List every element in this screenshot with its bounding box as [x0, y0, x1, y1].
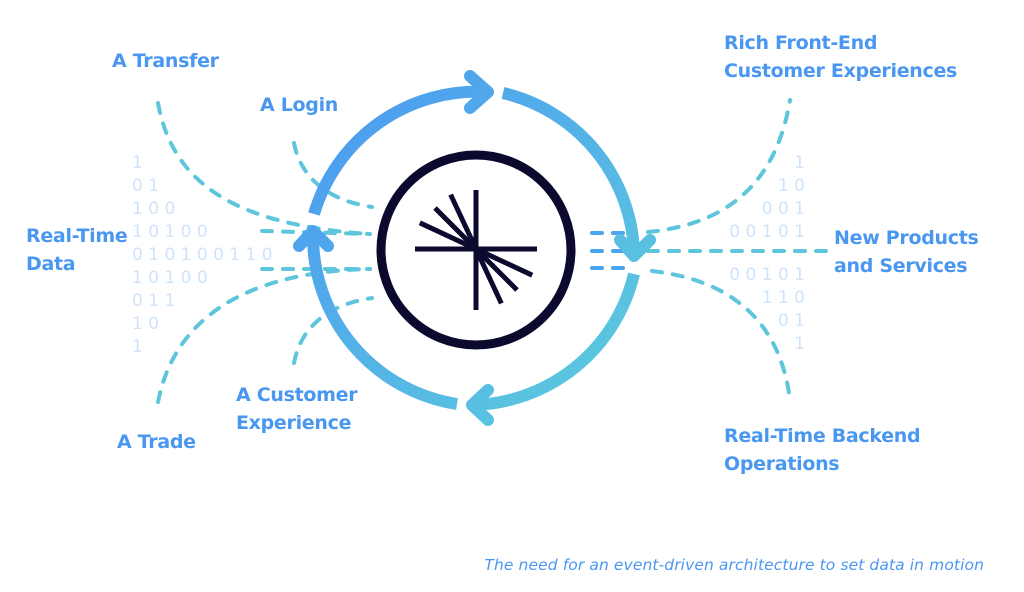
- output-label-realtime-backend: Real-Time Backend Operations: [724, 425, 921, 475]
- output-label-new-products: New Products and Services: [834, 227, 979, 277]
- input-label-transfer: A Transfer: [112, 50, 219, 72]
- binary-left-row: 1: [132, 153, 143, 173]
- binary-left-row: 0 1: [132, 176, 159, 196]
- binary-left-row: 0 1 1: [132, 291, 175, 311]
- flow-line-realtime-data-top: [260, 229, 372, 236]
- binary-left-row: 1 0 1 0 0: [132, 268, 208, 288]
- starburst-ray: [433, 206, 478, 251]
- cycle-arc-top-right: [501, 87, 640, 253]
- cycle-arrow-right: [614, 234, 656, 262]
- starburst-ray: [474, 247, 519, 292]
- binary-left-row: 1 0 0: [132, 199, 175, 219]
- cycle-arrow-top: [464, 70, 494, 114]
- cycle-arc-bottom-right: [471, 272, 640, 411]
- flow-line-trade: [156, 267, 372, 404]
- starburst-ray: [418, 220, 478, 252]
- binary-right-top-row: 0 0 1 0 1: [729, 222, 805, 242]
- output-label-rich-frontend: Rich Front-End Customer Experiences: [724, 32, 958, 82]
- binary-stream-right-top: 1 1 0 0 0 1 0 0 1 0 1: [729, 153, 805, 242]
- binary-right-top-row: 1: [794, 153, 805, 173]
- binary-right-top-row: 0 0 1: [762, 199, 805, 219]
- binary-right-top-row: 1 0: [778, 176, 805, 196]
- binary-left-row: 1 0: [132, 314, 159, 334]
- diagram-caption: The need for an event-driven architectur…: [484, 556, 984, 574]
- binary-right-bottom-row: 1: [794, 334, 805, 354]
- starburst-ray: [473, 247, 504, 305]
- starburst-icon: [415, 190, 537, 310]
- binary-left-row: 0 1 0 1 0 0 1 1 0: [132, 245, 273, 265]
- binary-left-row: 1: [132, 337, 143, 357]
- binary-right-bottom-row: 0 1: [778, 311, 805, 331]
- center-logo-icon: [376, 150, 576, 350]
- cycle-arrow-bottom: [466, 384, 494, 426]
- cycle-arc-top-left: [308, 85, 489, 216]
- input-label-customer-experience: A Customer Experience: [236, 384, 358, 434]
- starburst-ray: [474, 246, 534, 278]
- input-label-trade: A Trade: [117, 431, 196, 453]
- flow-line-transfer: [156, 101, 372, 236]
- flow-line-rich-frontend: [646, 98, 792, 234]
- starburst-ray: [448, 193, 479, 251]
- flow-line-login: [292, 141, 374, 209]
- binary-left-row: 1 0 1 0 0: [132, 222, 208, 242]
- cycle-arrow-left: [293, 225, 334, 252]
- flow-line-customer-experience: [292, 296, 374, 365]
- binary-stream-right-bottom: 0 0 1 0 1 1 1 0 0 1 1: [729, 265, 805, 354]
- cycle-arc-bottom-left: [306, 233, 458, 410]
- binary-right-bottom-row: 0 0 1 0 1: [729, 265, 805, 285]
- flow-line-realtime-backend: [650, 269, 792, 402]
- input-label-realtime-data: Real-Time Data: [26, 225, 128, 275]
- input-label-login: A Login: [260, 94, 339, 116]
- binary-stream-left: 1 0 1 1 0 0 1 0 1 0 0 0 1 0 1 0 0 1 1 0 1 0 1…: [132, 153, 273, 357]
- binary-right-bottom-row: 1 1 0: [762, 288, 805, 308]
